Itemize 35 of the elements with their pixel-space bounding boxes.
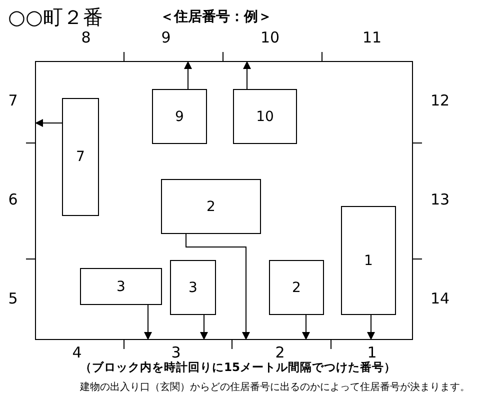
position-number: 6 xyxy=(8,192,18,208)
building-box: 3 xyxy=(80,268,162,305)
position-number: 10 xyxy=(260,30,280,46)
arrow xyxy=(34,119,62,127)
arrow xyxy=(243,60,251,90)
block-outline xyxy=(35,61,413,340)
position-number: 12 xyxy=(430,94,450,108)
arrow xyxy=(367,314,375,340)
position-number: 1 xyxy=(367,346,377,360)
building-box: 9 xyxy=(152,89,207,144)
title: ○○町２番 xyxy=(8,7,103,27)
arrow xyxy=(200,314,208,340)
position-number: 11 xyxy=(362,30,382,46)
position-number: 2 xyxy=(275,346,285,360)
arrow xyxy=(184,60,192,90)
position-number: 13 xyxy=(430,192,450,208)
subtitle: ＜住居番号：例＞ xyxy=(160,10,272,24)
position-number: 8 xyxy=(81,30,91,46)
arrow xyxy=(144,304,152,340)
note: （ブロック内を時計回りに15メートル間隔でつけた番号） xyxy=(80,362,396,374)
building-box: 10 xyxy=(233,89,297,144)
arrow xyxy=(302,314,310,340)
building-box: 7 xyxy=(62,98,99,216)
position-number: 5 xyxy=(8,292,18,306)
position-number: 3 xyxy=(171,346,181,360)
note: 建物の出入り口（玄関）からどの住居番号に出るのかによって住居番号が決まります。 xyxy=(80,383,470,393)
building-box: 2 xyxy=(161,179,261,234)
building-box: 3 xyxy=(170,260,216,315)
building-box: 1 xyxy=(341,206,396,315)
building-box: 2 xyxy=(269,260,324,315)
position-number: 4 xyxy=(72,346,82,360)
position-number: 7 xyxy=(8,94,18,108)
position-number: 14 xyxy=(430,292,450,306)
position-number: 9 xyxy=(161,30,171,46)
arrow xyxy=(186,234,250,340)
